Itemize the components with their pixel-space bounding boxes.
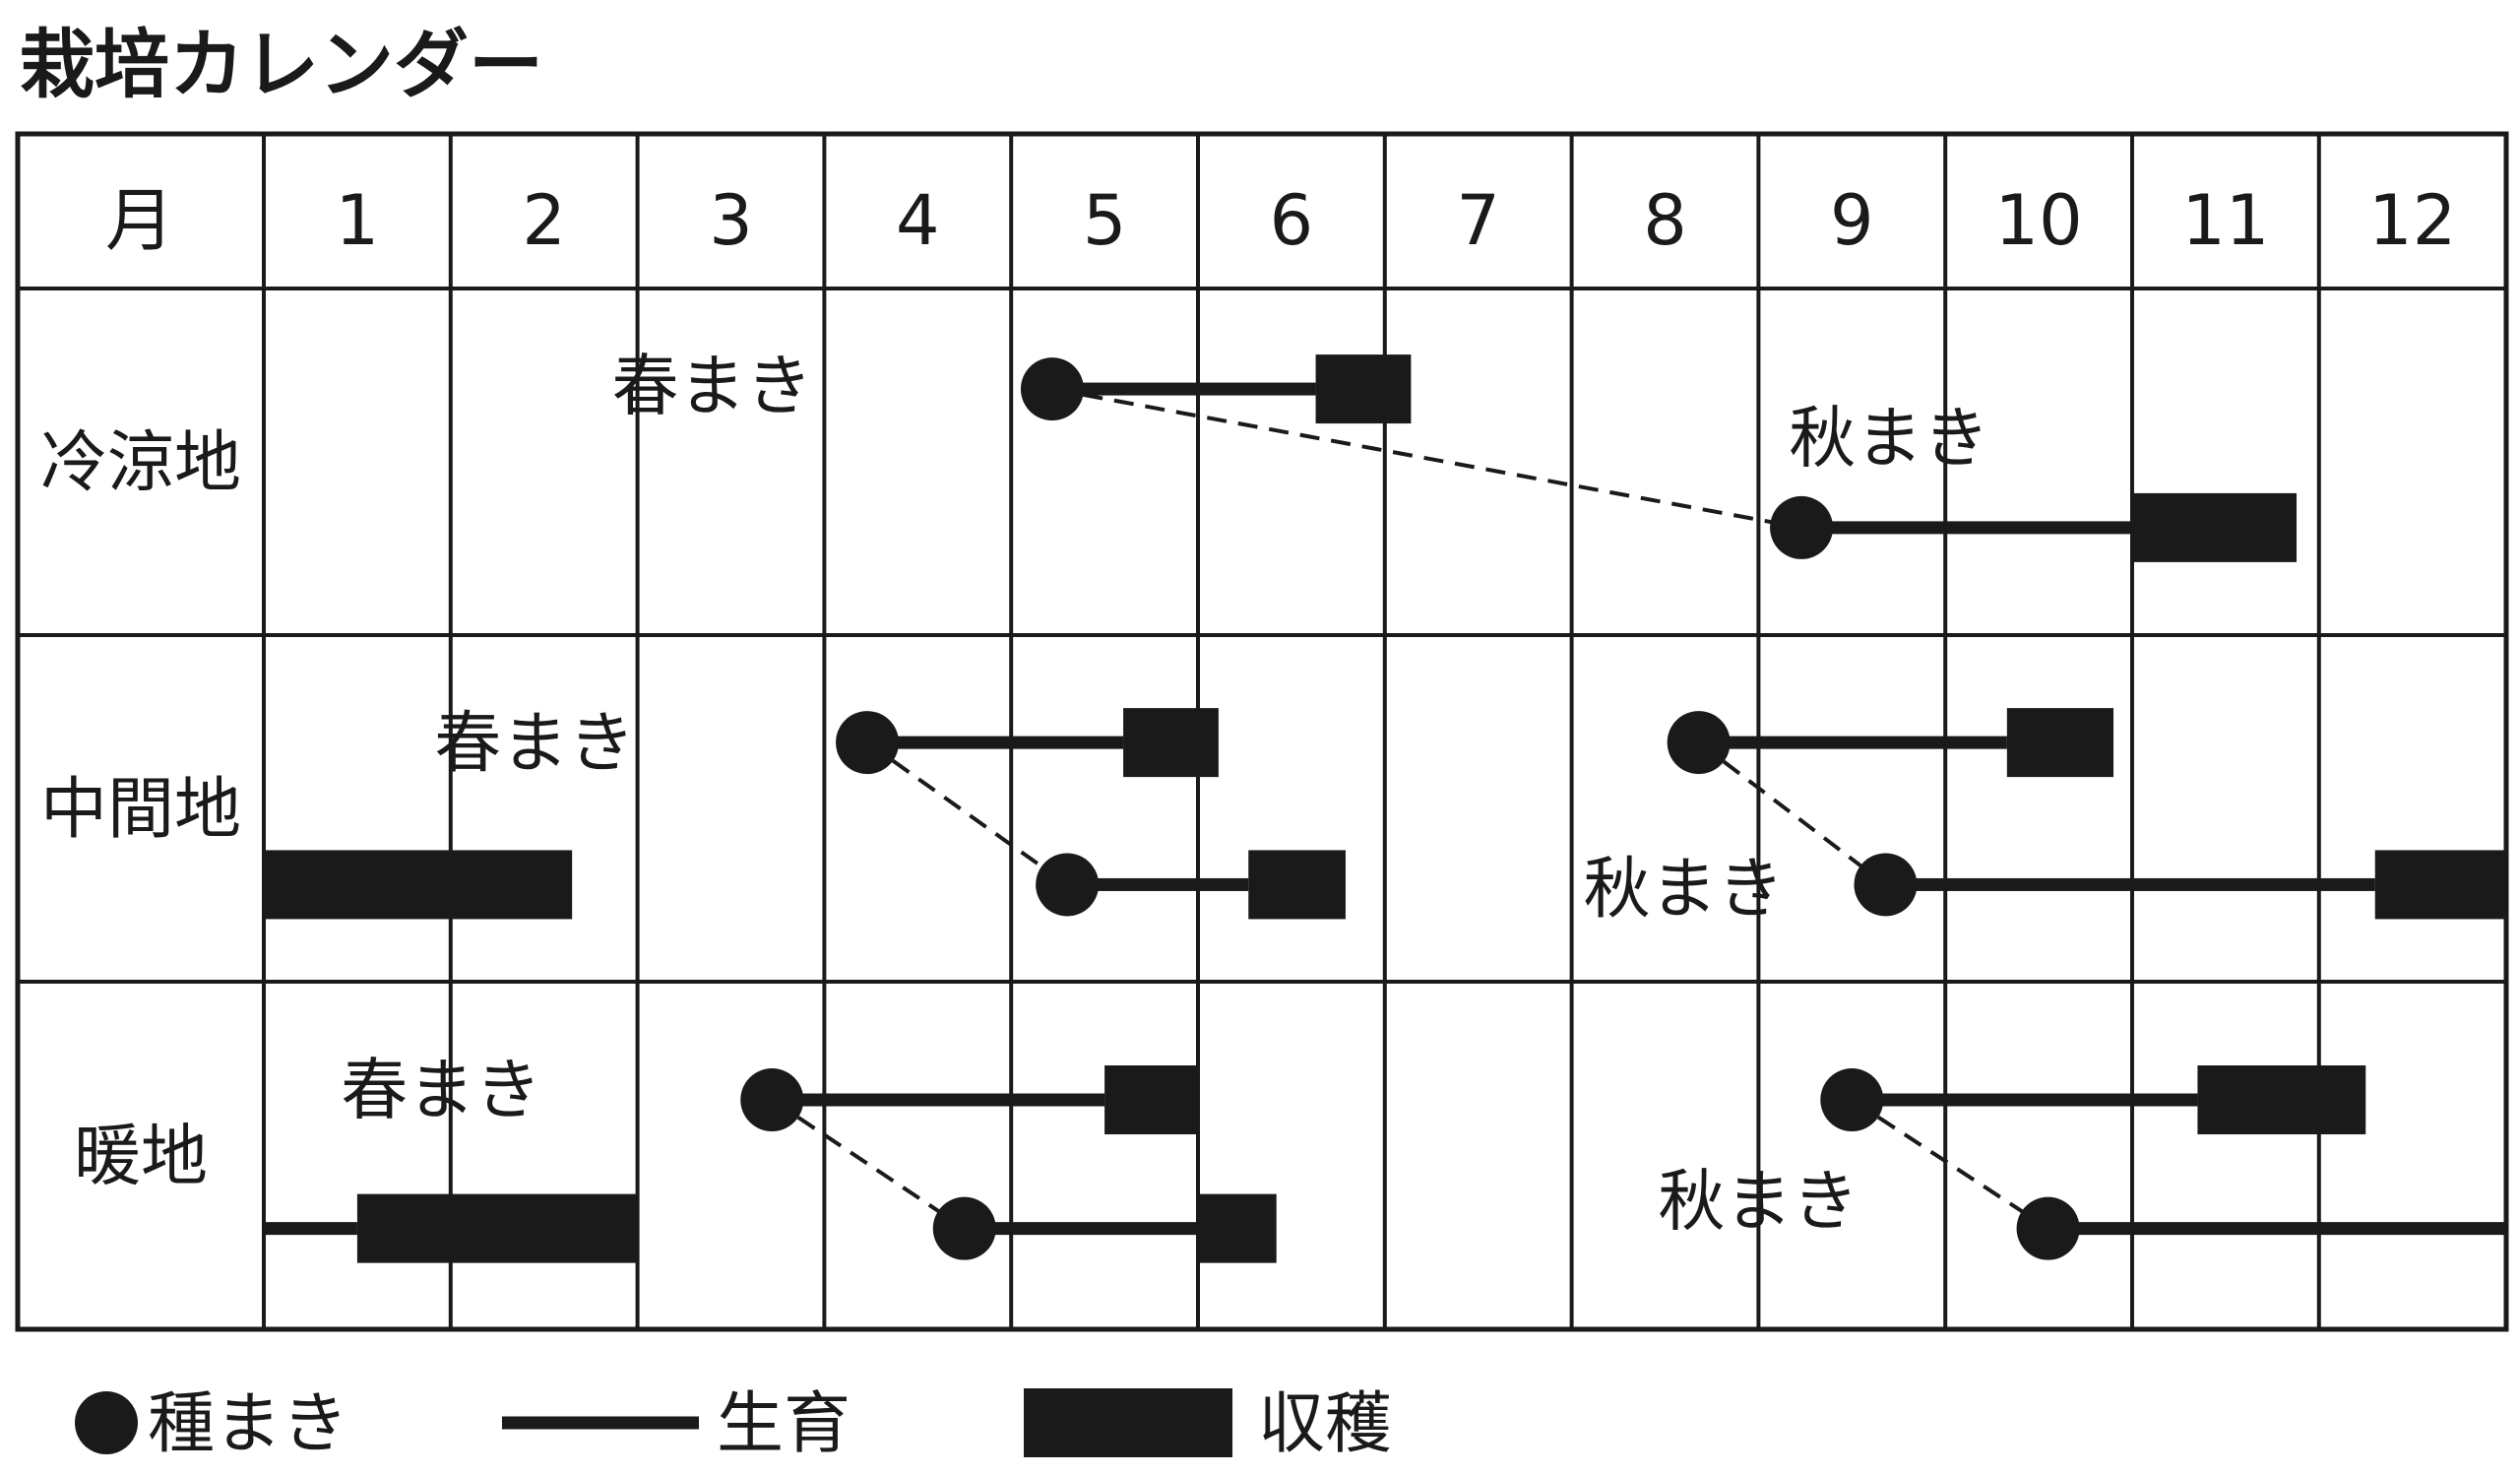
sowing-dot xyxy=(1770,495,1834,559)
month-label: 12 xyxy=(2368,180,2456,261)
harvest-bar xyxy=(1198,1193,1277,1263)
sowing-dot xyxy=(2016,1196,2080,1260)
month-header-label: 月 xyxy=(105,180,174,261)
harvest-bar xyxy=(1315,354,1412,424)
legend-growth-label: 生育 xyxy=(717,1385,850,1463)
growth-line xyxy=(1698,736,2007,749)
legend-harvest-label: 収穫 xyxy=(1258,1385,1392,1463)
growth-line xyxy=(1051,382,1316,396)
month-label: 8 xyxy=(1643,180,1687,261)
growth-line xyxy=(964,1222,1198,1236)
schedule-links xyxy=(771,387,2049,1231)
sowing-dot xyxy=(836,711,900,775)
sowing-dot xyxy=(1854,853,1918,917)
annotation-label: 秋まき xyxy=(1658,1163,1858,1241)
chart-title: 栽培カレンダー xyxy=(20,21,543,108)
harvest-bar xyxy=(1104,1065,1198,1135)
growth-line xyxy=(1852,1093,2198,1107)
harvest-bar xyxy=(2197,1065,2366,1135)
schedule-link-dashed xyxy=(865,740,1069,887)
growth-line xyxy=(772,1093,1105,1107)
growth-line xyxy=(1067,877,1249,891)
schedule-link-dashed xyxy=(1697,740,1887,887)
sowing-dot xyxy=(740,1068,804,1132)
month-label: 4 xyxy=(896,180,940,261)
month-label: 9 xyxy=(1830,180,1874,261)
region-label: 中間地 xyxy=(40,771,241,849)
harvest-bar xyxy=(2006,708,2114,778)
harvest-bar xyxy=(356,1193,638,1263)
annotation-label: 春まき xyxy=(341,1052,541,1129)
legend-sowing-label: 種まき xyxy=(148,1385,348,1463)
grid-frame xyxy=(15,131,2509,1332)
sowing-dot xyxy=(1667,711,1731,775)
harvest-bar xyxy=(1123,708,1219,778)
legend-growth-line xyxy=(502,1416,699,1430)
sowing-dot xyxy=(1020,357,1084,421)
month-label: 7 xyxy=(1456,180,1500,261)
harvest-bar xyxy=(1248,850,1346,920)
sowing-dot xyxy=(932,1196,996,1260)
month-label: 3 xyxy=(709,180,753,261)
growth-line xyxy=(264,1222,357,1236)
annotation-label: 秋まき xyxy=(1583,851,1784,929)
growth-line xyxy=(1801,521,2132,535)
calendar-grid xyxy=(15,131,2509,1332)
schedule-link-dashed xyxy=(1851,1098,2049,1231)
harvest-bar xyxy=(2132,492,2298,562)
region-label: 暖地 xyxy=(74,1119,208,1196)
sowing-dot xyxy=(1036,853,1100,917)
growth-line xyxy=(2048,1222,2506,1236)
month-label: 10 xyxy=(1995,180,2083,261)
legend: 種まき 生育 収穫 xyxy=(75,1385,1392,1463)
schedule-marks xyxy=(264,354,2506,1263)
legend-sowing-dot xyxy=(75,1391,138,1454)
month-label: 11 xyxy=(2181,180,2269,261)
month-label: 6 xyxy=(1270,180,1314,261)
growth-line xyxy=(867,736,1124,749)
schedule-link-dashed xyxy=(1051,387,1802,530)
month-label: 2 xyxy=(522,180,566,261)
region-label: 冷涼地 xyxy=(40,424,241,502)
harvest-bar xyxy=(264,850,573,920)
annotation-label: 春まき xyxy=(612,349,813,426)
growth-line xyxy=(1885,877,2375,891)
sowing-dot xyxy=(1820,1068,1884,1132)
month-label: 1 xyxy=(336,180,380,261)
legend-harvest-bar xyxy=(1024,1388,1232,1457)
annotation-label: 秋まき xyxy=(1789,400,1989,478)
schedule-link-dashed xyxy=(771,1098,966,1231)
harvest-bar xyxy=(2374,850,2506,920)
annotation-label: 春まき xyxy=(434,705,635,783)
month-label: 5 xyxy=(1083,180,1127,261)
